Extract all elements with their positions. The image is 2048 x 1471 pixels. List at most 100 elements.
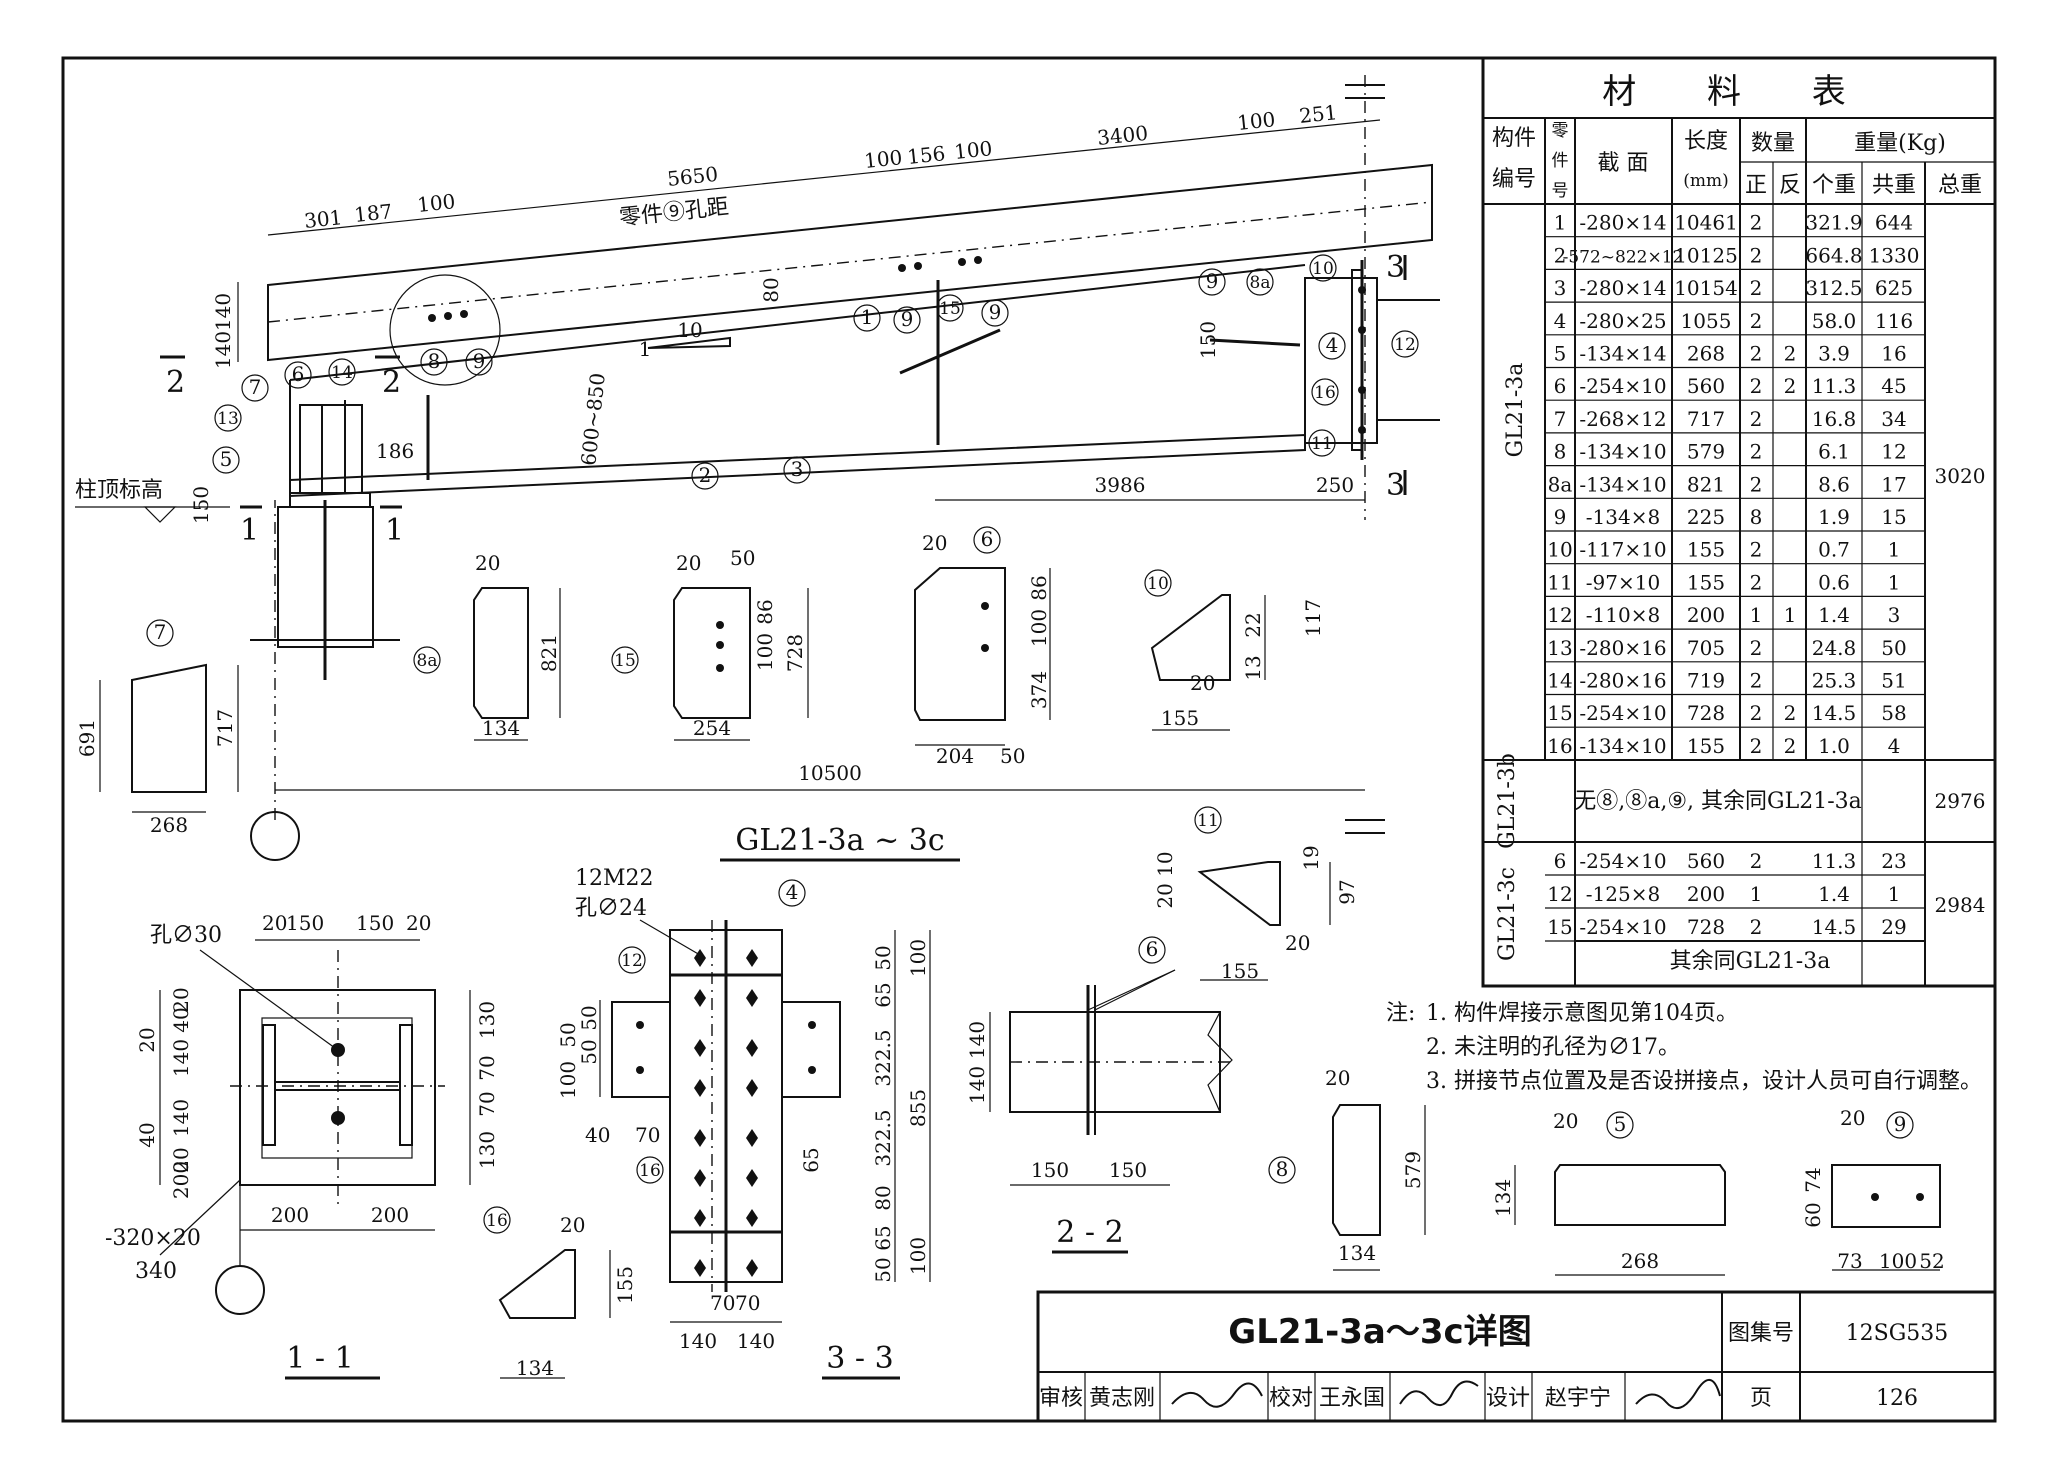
s11-r70a: 70 <box>475 1055 499 1080</box>
table-cell: 3 <box>1554 276 1567 300</box>
hdr-qty: 数量 <box>1751 131 1795 156</box>
hdr-length-unit: (mm) <box>1683 171 1729 191</box>
column-top-label: 柱顶标高 <box>75 478 163 503</box>
title-block: GL21-3a～3c详图 图集号 12SG535 页 126 审核 黄志刚 校对… <box>1036 1290 1997 1423</box>
part-callout-circle <box>893 306 921 334</box>
part-callout-label: 16 <box>639 1161 661 1181</box>
p16-c: 20 <box>560 1213 585 1237</box>
member-b: GL21-3b <box>1495 753 1520 849</box>
hdr-length: 长度 <box>1684 129 1728 154</box>
p7-h2: 717 <box>213 709 237 747</box>
dim-250: 250 <box>1316 473 1354 497</box>
table-cell: 13 <box>1547 636 1572 660</box>
table-cell: 116 <box>1875 309 1913 333</box>
part-callout-circle <box>413 646 441 674</box>
part-10-detail: 117 22 13 155 20 <box>1150 594 1325 731</box>
dim-100a: 100 <box>416 189 456 217</box>
note-b: 无⑧,⑧a,⑨, 其余同GL21-3a <box>1574 789 1862 814</box>
part-callout-circle <box>618 946 646 974</box>
beam-elevation: 10 1 301 187 100 5650 100 156 100 3400 1… <box>75 75 1440 862</box>
table-cell: 9 <box>1554 505 1567 529</box>
design-label: 设计 <box>1486 1386 1530 1411</box>
part-callout-circle <box>636 1156 664 1184</box>
dim-251: 251 <box>1298 100 1338 128</box>
member-c: GL21-3c <box>1495 867 1520 961</box>
bolt-hole <box>746 1169 758 1187</box>
s33-d50b: 50 <box>871 1257 895 1282</box>
s11-plate: -320×20 <box>105 1226 201 1251</box>
p10-b: 13 <box>1241 655 1265 680</box>
p16-h: 155 <box>613 1266 637 1304</box>
table-cell: 2 <box>1750 472 1763 496</box>
table-cell: -280×14 <box>1579 211 1666 235</box>
p7-w: 268 <box>150 813 188 837</box>
bolt-hole <box>636 1021 644 1029</box>
part-callout-circle <box>465 348 493 376</box>
table-cell: -110×8 <box>1586 603 1660 627</box>
s33-hole: 孔∅24 <box>575 896 647 921</box>
part-callout-circle <box>611 646 639 674</box>
table-cell: 11 <box>1547 570 1572 594</box>
table-cell: 1 <box>1750 882 1763 906</box>
part-callout-circle <box>778 879 806 907</box>
part-callout-label: 4 <box>786 880 799 904</box>
part-callout-label: 8 <box>428 349 441 373</box>
s11-d200b: 200 <box>371 1203 409 1227</box>
part-callout-circle <box>483 1206 511 1234</box>
hdr-member: 构件 <box>1492 126 1536 151</box>
designer-signature <box>1635 1379 1721 1410</box>
table-cell: 200 <box>1687 882 1725 906</box>
table-cell: 717 <box>1687 407 1725 431</box>
table-cell: 50 <box>1881 636 1906 660</box>
part-callout-label: 8a <box>417 651 438 671</box>
p15-d1: 86 <box>753 599 777 624</box>
part-16-detail: 155 134 20 <box>498 1213 637 1380</box>
dim-150: 150 <box>189 486 213 524</box>
dim-100c: 100 <box>953 136 993 164</box>
s33-d70a: 70 <box>635 1123 660 1147</box>
elevation-title: GL21-3a ~ 3c <box>735 823 944 858</box>
cut-1-right: 1 <box>385 513 404 548</box>
part-15-detail: 728 86 100 254 20 50 <box>673 546 809 741</box>
table-cell: 225 <box>1687 505 1725 529</box>
table-cell: 728 <box>1687 701 1725 725</box>
part-callout-circle <box>936 294 964 322</box>
part-callout-label: 6 <box>981 527 994 551</box>
total-a: 3020 <box>1935 464 1986 488</box>
hdr-weight: 重量(Kg) <box>1854 131 1946 156</box>
svg-text:号: 号 <box>1552 181 1569 201</box>
p11-w: 155 <box>1221 959 1259 983</box>
hdr-w-sum: 共重 <box>1872 173 1916 198</box>
part-callout-label: 16 <box>1314 383 1336 403</box>
table-cell: 719 <box>1687 669 1725 693</box>
table-cell: 644 <box>1875 211 1913 235</box>
part-callout-label: 11 <box>1197 811 1219 831</box>
table-cell: 2 <box>1750 243 1763 267</box>
p6-h: 374 <box>1027 671 1051 709</box>
note-c: 其余同GL21-3a <box>1670 949 1831 974</box>
p5-h: 134 <box>1491 1179 1515 1217</box>
table-cell: 1330 <box>1869 243 1920 267</box>
p15-c1: 20 <box>676 551 701 575</box>
s11-v40a: 40 <box>169 1007 193 1032</box>
part-callout-circle <box>1606 1111 1634 1139</box>
hdr-qty-pos: 正 <box>1745 173 1767 198</box>
table-cell: 2 <box>1750 669 1763 693</box>
part-callout-circle <box>1198 268 1226 296</box>
table-cell: 11.3 <box>1812 374 1857 398</box>
part-callout-label: 11 <box>1311 434 1333 454</box>
part-callout-label: 8 <box>1276 1157 1289 1181</box>
section-3-3: 12M22 孔∅24 50 100 65 322.5 322.5 855 80 … <box>556 866 931 1380</box>
table-cell: -280×25 <box>1579 309 1666 333</box>
s11-v40b: 200 <box>169 1161 193 1199</box>
part-callout-label: 16 <box>486 1211 508 1231</box>
p8-w: 134 <box>1338 1241 1376 1265</box>
hdr-w-each: 个重 <box>1812 173 1856 198</box>
part-callout-label: 7 <box>154 620 167 644</box>
table-cell: 11.3 <box>1812 849 1857 873</box>
drawing-title: GL21-3a～3c详图 <box>1228 1312 1531 1352</box>
p9-w1: 73 <box>1837 1249 1862 1273</box>
table-cell: 8 <box>1750 505 1763 529</box>
part-callout-label: 12 <box>1394 335 1416 355</box>
bolt-hole <box>746 1039 758 1057</box>
